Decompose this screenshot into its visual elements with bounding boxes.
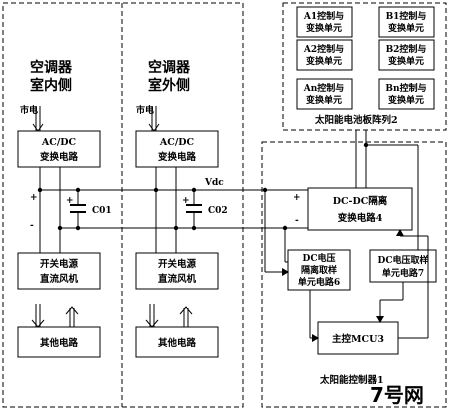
outdoor-fan-line2: 直流风机: [158, 273, 197, 285]
outdoor-acdc-box: [135, 130, 219, 168]
panel-array-region: [282, 2, 447, 131]
panel-unit-an: [296, 78, 353, 110]
panel-unit-bn-line1: Bn控制与: [385, 82, 426, 94]
panel-unit-b2-line2: 变换单元: [388, 55, 424, 67]
node: [363, 142, 369, 148]
c02-label: C02: [208, 206, 228, 216]
mcu-label: 主控MCU3: [332, 333, 384, 345]
panel-unit-b2-line1: B2控制与: [386, 43, 427, 55]
controller-region: [261, 141, 447, 408]
panel-unit-a1: [296, 6, 353, 38]
indoor-acdc-box: [17, 130, 101, 168]
indoor-acdc-line2: 变换电路: [40, 151, 79, 163]
indoor-up-arrow-head: [65, 306, 79, 315]
node: [191, 187, 197, 193]
outdoor-fan-line1: 开关电源: [158, 258, 197, 270]
outdoor-mains-label: 市电: [136, 104, 154, 116]
samp-line1: DC电压取样: [378, 254, 429, 266]
dcdc-line2: 变换电路4: [338, 212, 383, 224]
voltage-sampling-box: [369, 249, 437, 283]
indoor-other-label: 其他电路: [40, 337, 79, 349]
outdoor-title-line2: 室外侧: [148, 77, 190, 94]
panel-unit-a2-line1: A2控制与: [303, 43, 344, 55]
indoor-mains-label: 市电: [20, 104, 38, 116]
iso-line2: 隔离取样: [301, 264, 337, 276]
indoor-acdc-line1: AC/DC: [41, 137, 77, 148]
dcdc-plus: +: [293, 193, 301, 203]
c01-label: C01: [92, 206, 112, 216]
indoor-plus: +: [30, 193, 38, 203]
outdoor-other-label: 其他电路: [158, 337, 197, 349]
indoor-mains-arrow: [32, 123, 44, 132]
node: [191, 225, 197, 231]
indoor-other-box: [17, 326, 101, 358]
iso-line1: DC电压: [303, 252, 336, 264]
watermark-text: 7号网: [370, 383, 424, 407]
panel-array-label: 太阳能电池板阵列2: [315, 114, 398, 126]
node: [75, 187, 81, 193]
outdoor-fan-box: [135, 252, 219, 290]
node: [75, 225, 81, 231]
dcdc-minus: -: [295, 216, 299, 226]
indoor-down-arrow-head: [31, 319, 45, 328]
panel-unit-b1-line1: B1控制与: [386, 10, 427, 22]
indoor-title-line1: 空调器: [30, 59, 73, 76]
panel-unit-b2: [378, 39, 435, 71]
panel-unit-a1-line1: A1控制与: [303, 10, 344, 22]
c01-plus: +: [66, 196, 74, 206]
outdoor-up-arrow-head: [179, 306, 193, 315]
indoor-fan-line2: 直流风机: [40, 273, 79, 285]
outdoor-acdc-line2: 变换电路: [158, 151, 197, 163]
panel-unit-an-line1: An控制与: [303, 82, 345, 94]
panel-unit-b1: [378, 6, 435, 38]
indoor-outdoor-region: [2, 2, 244, 408]
controller-label: 太阳能控制器1: [320, 374, 384, 386]
outdoor-mains-arrow: [148, 123, 160, 132]
panel-unit-a1-line2: 变换单元: [306, 22, 342, 34]
indoor-title-line2: 室内侧: [30, 77, 72, 94]
isolated-sampling-box: [287, 249, 351, 291]
indoor-minus: -: [30, 221, 34, 231]
panel-unit-b1-line2: 变换单元: [388, 22, 424, 34]
c02-plus: +: [182, 196, 190, 206]
dcdc-box: [307, 187, 413, 231]
iso-line3: 单元电路6: [298, 276, 340, 288]
indoor-fan-box: [17, 252, 101, 290]
outdoor-title-line1: 空调器: [148, 59, 191, 76]
dcdc-line1: DC-DC隔离: [333, 195, 388, 207]
indoor-fan-line1: 开关电源: [40, 258, 79, 270]
outdoor-down-arrow-head: [145, 319, 159, 328]
panel-unit-bn: [378, 78, 435, 110]
panel-unit-bn-line2: 变换单元: [388, 94, 424, 106]
panel-unit-an-line2: 变换单元: [306, 94, 342, 106]
panel-units: A1控制与 变换单元 B1控制与 变换单元 A2控制与 变换单元 B2控制与 变…: [296, 6, 435, 110]
panel-unit-a2-line2: 变换单元: [306, 55, 342, 67]
samp-line2: 单元电路7: [382, 267, 424, 279]
vdc-label: Vdc: [204, 178, 224, 188]
outdoor-acdc-line1: AC/DC: [159, 137, 195, 148]
outdoor-other-box: [135, 326, 219, 358]
panel-unit-a2: [296, 39, 353, 71]
